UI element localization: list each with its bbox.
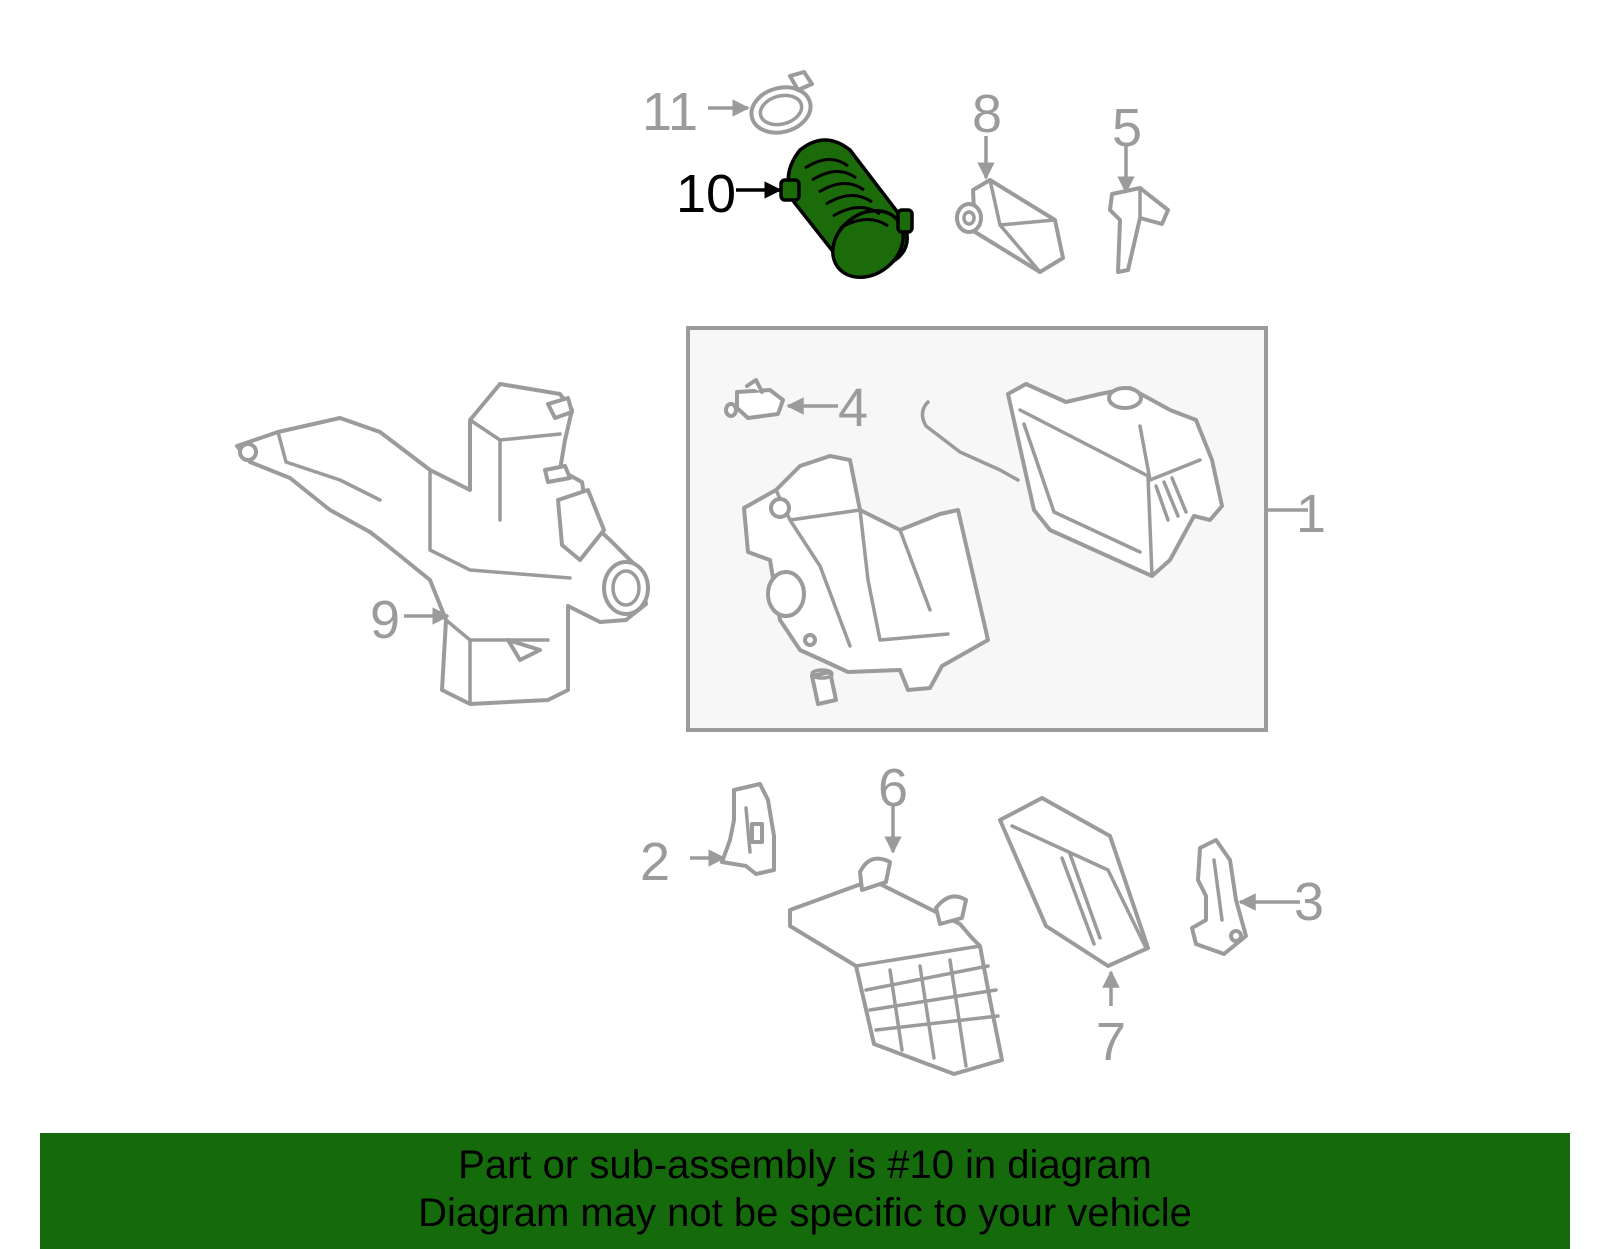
- part-2-bracket[interactable]: [720, 782, 776, 876]
- callout-10[interactable]: 10: [676, 164, 736, 224]
- callout-4[interactable]: 4: [838, 378, 868, 438]
- info-banner: Part or sub-assembly is #10 in diagram D…: [40, 1133, 1570, 1249]
- part-7-air-filter[interactable]: [998, 796, 1150, 968]
- part-3-bracket[interactable]: [1190, 838, 1248, 956]
- part-8-airflow-sensor[interactable]: [955, 178, 1065, 274]
- callout-2[interactable]: 2: [640, 832, 670, 892]
- callout-1[interactable]: 1: [1296, 484, 1326, 544]
- callout-9[interactable]: 9: [370, 590, 400, 650]
- callout-8[interactable]: 8: [972, 84, 1002, 144]
- part-11-clamp[interactable]: [746, 70, 815, 139]
- callout-11[interactable]: 11: [642, 82, 698, 142]
- part-1-air-cleaner-assembly[interactable]: [742, 382, 1224, 706]
- part-6-resonator[interactable]: [788, 856, 1004, 1076]
- callout-7[interactable]: 7: [1096, 1012, 1126, 1072]
- part-9-intake-duct[interactable]: [235, 382, 650, 706]
- part-5-sensor[interactable]: [1108, 186, 1170, 274]
- part-4-sensor[interactable]: [724, 378, 785, 420]
- callout-5[interactable]: 5: [1112, 98, 1142, 158]
- callout-6[interactable]: 6: [878, 758, 908, 818]
- banner-disclaimer: Diagram may not be specific to your vehi…: [418, 1191, 1192, 1235]
- banner-part-note: Part or sub-assembly is #10 in diagram: [458, 1143, 1152, 1187]
- part-10-intake-hose[interactable]: [779, 138, 916, 291]
- callout-3[interactable]: 3: [1294, 872, 1324, 932]
